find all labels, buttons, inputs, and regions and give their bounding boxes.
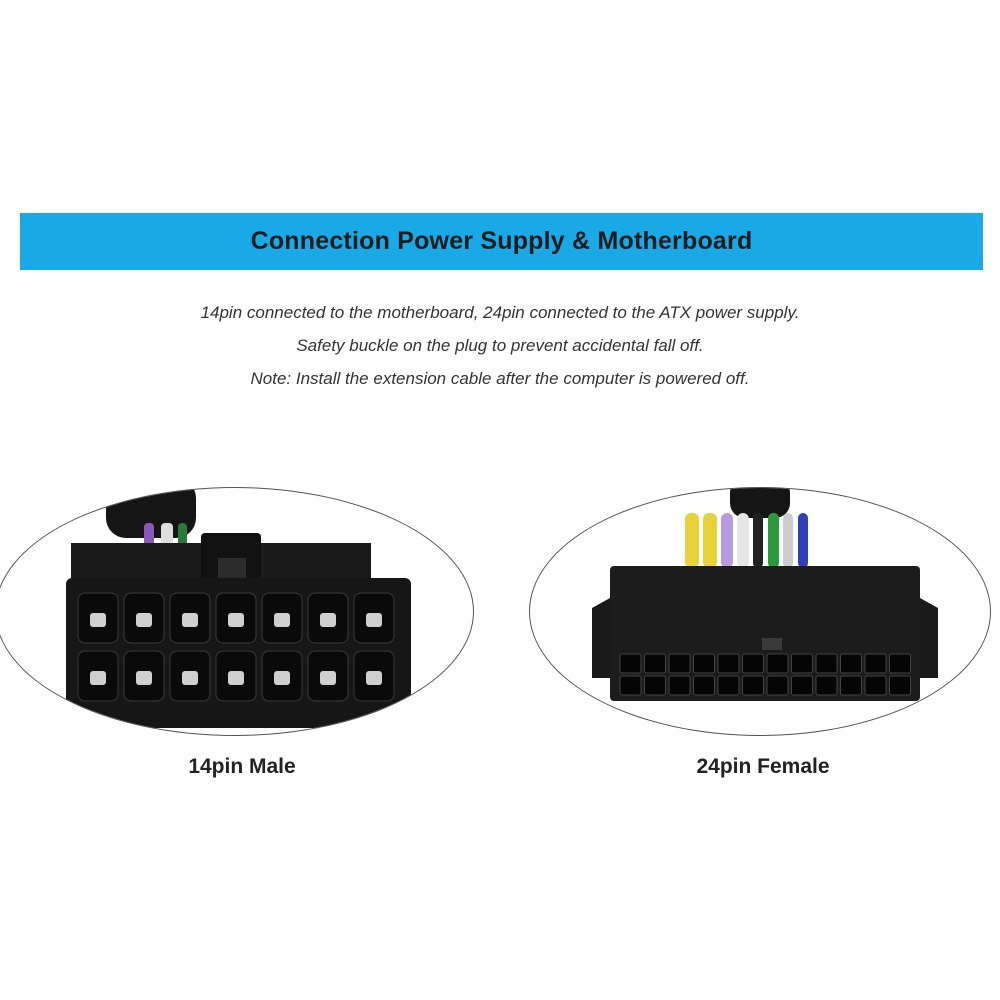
connector-24pin-oval [529, 487, 991, 736]
caption-24pin: 24pin Female [696, 755, 830, 778]
pin-socket [889, 653, 911, 674]
pin-contact [182, 671, 198, 685]
pin-socket [766, 675, 789, 696]
connector-24pin-image [592, 488, 938, 701]
banner-title: Connection Power Supply & Motherboard [250, 227, 753, 255]
pin-socket [889, 675, 911, 696]
pin-socket [619, 653, 642, 674]
pin-contact [320, 671, 336, 685]
pin-socket [644, 653, 666, 674]
description-line-3: Note: Install the extension cable after … [250, 369, 750, 388]
pin-contact [366, 613, 382, 627]
title-banner: Connection Power Supply & Motherboard [20, 213, 983, 270]
pin-contact [320, 613, 336, 627]
pin-socket [644, 675, 666, 696]
description-line-2: Safety buckle on the plug to prevent acc… [296, 336, 704, 355]
pin-contact [274, 613, 290, 627]
pin-contact [136, 613, 152, 627]
connector-14pin-oval [0, 487, 474, 736]
caption-14pin: 14pin Male [188, 755, 296, 778]
pin-contact [90, 613, 106, 627]
connector-14pin-image [66, 488, 411, 728]
pin-contact [228, 613, 244, 627]
pin-socket [840, 675, 862, 696]
pin-socket [619, 675, 642, 696]
pin-contact [228, 671, 244, 685]
pin-contact [182, 613, 198, 627]
pin-socket [742, 675, 764, 696]
pin-contact [274, 671, 290, 685]
pin-socket [840, 653, 862, 674]
pin-contact [366, 671, 382, 685]
pin-socket [693, 675, 715, 696]
pin-socket [693, 653, 715, 674]
pin-socket [668, 653, 691, 674]
pin-socket [766, 653, 789, 674]
description-line-1: 14pin connected to the motherboard, 24pi… [200, 303, 800, 322]
pin-socket [791, 675, 813, 696]
pin-socket [815, 675, 838, 696]
pin-socket [815, 653, 838, 674]
pin-socket [717, 675, 740, 696]
pin-socket [791, 653, 813, 674]
pin-contact [90, 671, 106, 685]
pin-contact [136, 671, 152, 685]
pin-socket [668, 675, 691, 696]
pin-socket [864, 675, 887, 696]
pin-socket [717, 653, 740, 674]
pin-socket [742, 653, 764, 674]
pin-socket [864, 653, 887, 674]
description-block: 14pin connected to the motherboard, 24pi… [0, 296, 1000, 395]
